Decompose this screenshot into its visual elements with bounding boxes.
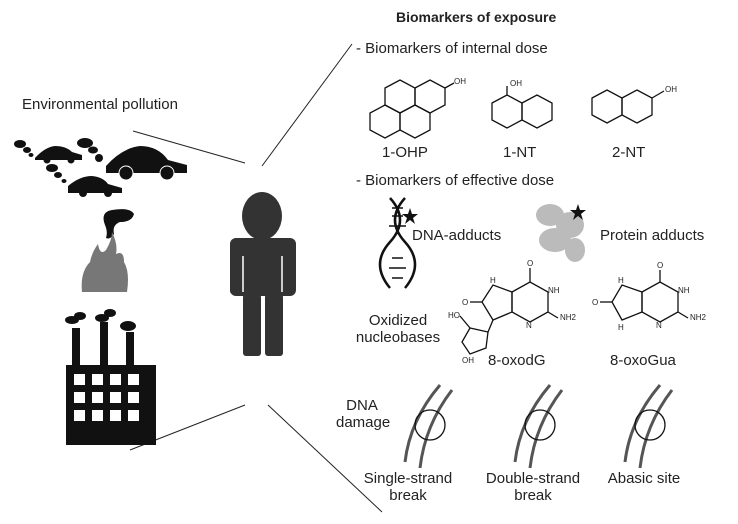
internal-dose-heading: - Biomarkers of internal dose [356, 40, 548, 57]
double-strand-break-icon [513, 384, 564, 469]
fire-icon [81, 209, 134, 292]
label-1-nt: 1-NT [503, 144, 537, 161]
svg-text:O: O [592, 298, 598, 307]
svg-text:OH: OH [462, 356, 474, 365]
cars-icon [14, 138, 187, 197]
pollution-label: Environmental pollution [22, 96, 178, 113]
line-to-biomarkers [261, 43, 353, 167]
svg-text:HO: HO [448, 311, 460, 320]
svg-text:N: N [656, 321, 662, 330]
single-strand-break-icon [403, 384, 454, 469]
abasic-site-icon [623, 384, 674, 469]
svg-text:NH: NH [548, 286, 560, 295]
label-8-oxodg: 8-oxodG [488, 352, 546, 369]
damage-helices [403, 384, 674, 469]
oxogua-atoms: O H NH O NH2 N H [592, 261, 707, 332]
svg-text:NH2: NH2 [690, 313, 707, 322]
pyrene-structure [369, 79, 455, 139]
svg-text:N: N [526, 321, 532, 330]
svg-text:NH: NH [678, 286, 690, 295]
protein-icon [536, 204, 585, 262]
adduct-star-icon [402, 208, 418, 224]
ohp-oh-label: OH [454, 77, 466, 86]
abasic-site-label: Abasic site [607, 470, 681, 487]
svg-text:H: H [490, 276, 496, 285]
effective-dose-heading: - Biomarkers of effective dose [356, 172, 555, 189]
naphthol-1-structure [491, 86, 553, 129]
nt1-oh-label: OH [510, 79, 522, 88]
protein-adduct-star-icon [570, 204, 586, 220]
svg-text:O: O [462, 298, 468, 307]
label-1-ohp: 1-OHP [382, 144, 428, 161]
protein-adducts-label: Protein adducts [600, 227, 705, 244]
person-icon [230, 192, 296, 356]
nt2-oh-label: OH [665, 85, 677, 94]
line-from-pollution [132, 130, 246, 164]
dna-adducts-label: DNA-adducts [412, 227, 502, 244]
dna-helix-icon [378, 197, 417, 289]
naphthol-2-structure [591, 89, 665, 124]
label-8-oxogua: 8-oxoGua [610, 352, 676, 369]
factory-windows [74, 374, 139, 421]
svg-text:H: H [618, 323, 624, 332]
person-arm-gaps [242, 256, 283, 292]
svg-text:NH2: NH2 [560, 313, 577, 322]
oxodg-atoms: O H NH O NH2 N HO OH [448, 259, 577, 365]
oxogua-structure [600, 270, 689, 323]
svg-text:H: H [618, 276, 624, 285]
oxodg-structure [459, 268, 559, 355]
diagram-title: Biomarkers of exposure [396, 9, 557, 25]
svg-text:O: O [527, 259, 533, 268]
line-to-dna-damage [267, 404, 383, 513]
svg-text:O: O [657, 261, 663, 270]
label-2-nt: 2-NT [612, 144, 646, 161]
